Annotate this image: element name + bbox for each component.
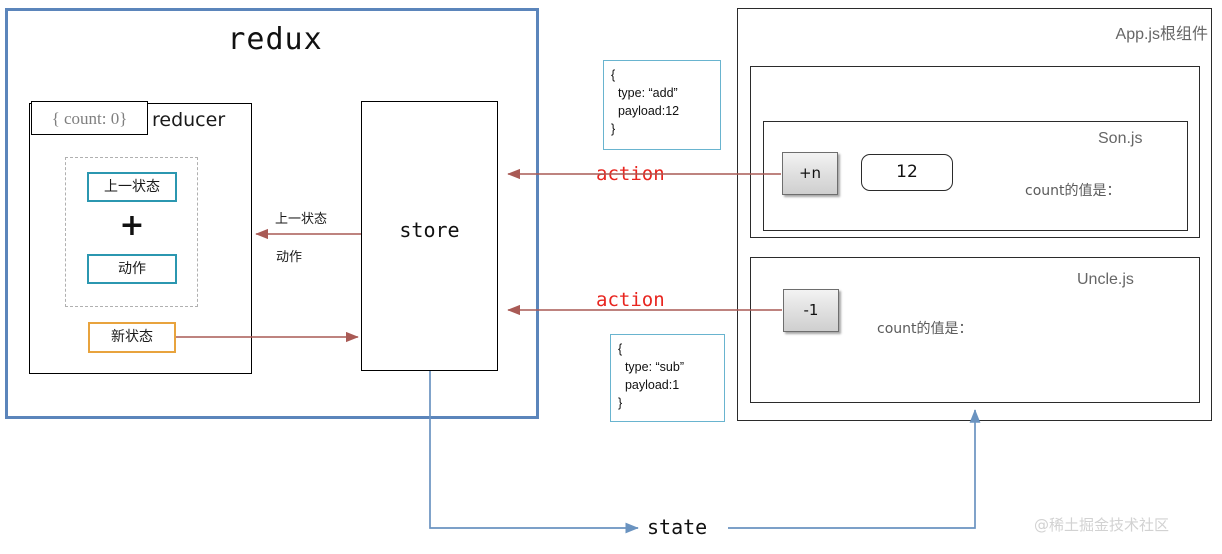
redux-title: redux [227,22,323,57]
action-payload-sub: { type: “sub” payload:1 } [610,334,725,422]
app-root-title: App.js根组件 [1115,26,1208,43]
count-input[interactable]: 12 [861,154,953,191]
reducer-initial-state-chip: { count: 0} [31,101,148,135]
store-label: store [399,218,460,242]
arrow-state-to-uncle [728,409,981,529]
son-title: Son.js [1098,130,1143,147]
reducer-label: reducer [152,109,226,131]
action-label-sub: action [596,289,665,311]
prev-state-box: 上一状态 [87,172,177,202]
new-state-box: 新状态 [88,322,176,353]
decrement-button[interactable]: -1 [783,289,839,332]
son-count-text: count的值是： [1025,183,1121,199]
reducer-computation-group [65,157,198,307]
plus-operator: + [119,208,145,243]
uncle-count-text: count的值是： [877,321,973,337]
store-box [361,101,498,371]
action-box: 动作 [87,254,177,284]
uncle-box [750,257,1200,403]
increment-button[interactable]: +n [782,152,838,195]
flow-label-prev-state: 上一状态 [275,212,328,227]
action-label-add: action [596,163,665,185]
action-payload-add: { type: “add” payload:12 } [603,60,721,150]
flow-label-action: 动作 [276,250,303,265]
watermark: @稀土掘金技术社区 [1034,516,1170,534]
uncle-title: Uncle.js [1077,271,1134,288]
state-label: state [647,515,708,539]
